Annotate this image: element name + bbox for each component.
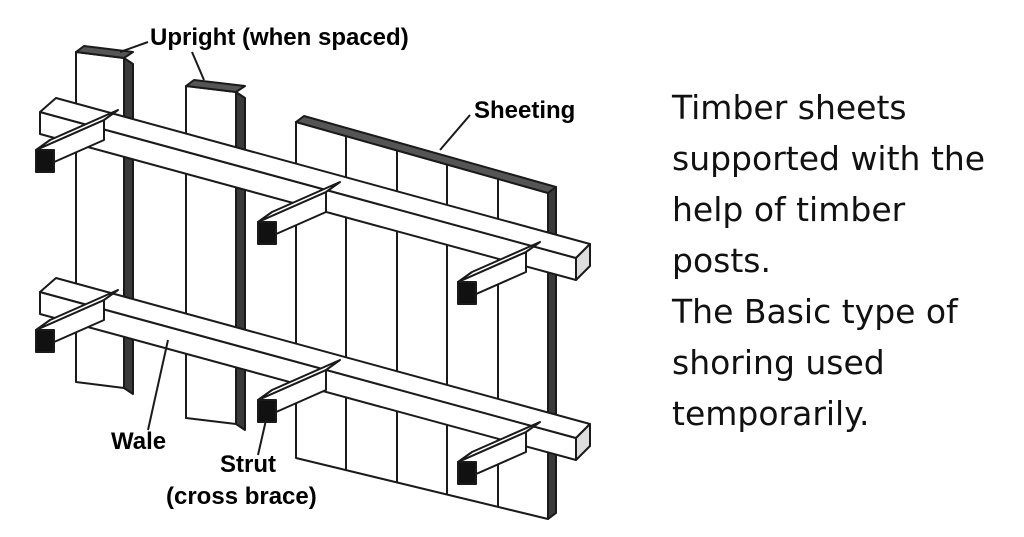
strut-upper-left bbox=[35, 109, 119, 173]
caption-line: shoring used bbox=[672, 343, 885, 382]
end-grain-icon bbox=[457, 281, 477, 305]
end-grain-icon bbox=[35, 329, 55, 353]
strut-leader-line bbox=[257, 419, 267, 456]
strut-lower-right bbox=[457, 421, 541, 485]
strut-upper-middle bbox=[257, 181, 341, 245]
strut-lower-middle bbox=[257, 359, 341, 423]
wale-leader-line bbox=[147, 339, 169, 431]
label-sheeting: Sheeting bbox=[474, 97, 576, 124]
caption-line: supported with the bbox=[672, 139, 986, 178]
label-upright: Upright (when spaced) bbox=[150, 24, 409, 51]
strut-lower-left bbox=[35, 289, 119, 353]
caption-text-block: Timber sheets supported with the help of… bbox=[672, 82, 985, 439]
caption-line: posts. bbox=[672, 241, 771, 280]
upright-right bbox=[185, 79, 246, 431]
upright-leader-line-2 bbox=[191, 51, 205, 81]
timber-shoring-diagram bbox=[35, 41, 591, 520]
caption-line: The Basic type of bbox=[672, 292, 958, 331]
caption-line: temporarily. bbox=[672, 394, 870, 433]
end-grain-icon bbox=[257, 399, 277, 423]
upright-left bbox=[75, 45, 134, 395]
end-grain-icon bbox=[457, 461, 477, 485]
upright-leader-line-1 bbox=[119, 41, 149, 53]
label-wale: Wale bbox=[111, 428, 167, 455]
sheeting-leader-line bbox=[439, 114, 471, 151]
strut-upper-right bbox=[457, 241, 541, 305]
caption-line: Timber sheets bbox=[672, 88, 907, 127]
label-strut: Strut bbox=[220, 451, 276, 478]
end-grain-icon bbox=[257, 221, 277, 245]
caption-line: help of timber bbox=[672, 190, 906, 229]
label-strut-cross-brace: (cross brace) bbox=[166, 483, 317, 510]
end-grain-icon bbox=[35, 149, 55, 173]
